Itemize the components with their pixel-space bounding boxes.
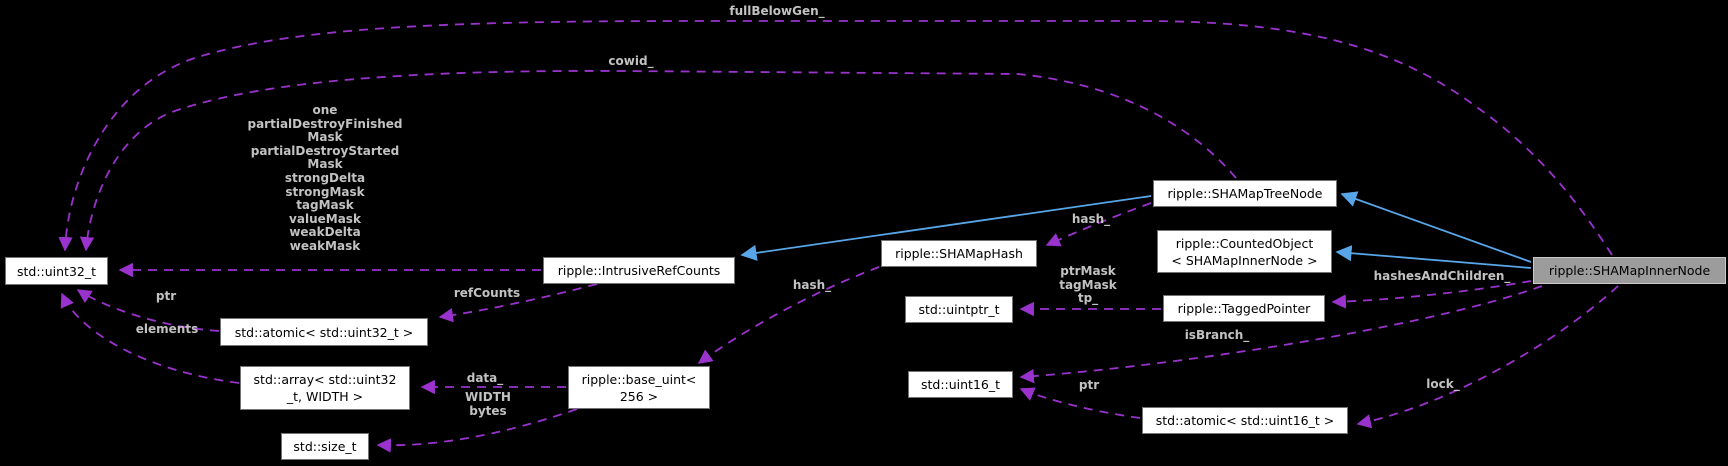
edge-inherit-shamaptreenode: [1340, 191, 1532, 263]
edge-label-cowid: cowid_: [608, 54, 654, 68]
edge-elements: [60, 292, 240, 384]
node-std-size-t[interactable]: std::size_t: [281, 433, 369, 460]
edge-label-refCounts: refCounts: [453, 286, 521, 300]
edge-ptr-left: [76, 289, 220, 332]
node-label: std::uint16_t: [920, 377, 1001, 392]
node-ripple-shamaphash[interactable]: ripple::SHAMapHash: [881, 240, 1037, 267]
node-label: ripple::SHAMapTreeNode: [1167, 186, 1323, 201]
node-ripple-base-uint-256[interactable]: ripple::base_uint< 256 >: [568, 366, 710, 409]
edge-isBranch: [1019, 285, 1543, 384]
edge-ptr-right: [1019, 387, 1141, 419]
edge-label-hashesAndChildren: hashesAndChildren_: [1373, 269, 1511, 283]
edge-width-bytes: [376, 408, 578, 453]
node-label: ripple::IntrusiveRefCounts: [557, 263, 721, 278]
node-label: std::uint32_t: [16, 263, 97, 279]
edge-label-isBranch: isBranch_: [1184, 328, 1250, 342]
edge-lock: [1356, 285, 1619, 429]
node-ripple-intrusiverefcounts[interactable]: ripple::IntrusiveRefCounts: [543, 257, 735, 284]
edge-label-hash-upper: hash_: [1071, 212, 1111, 226]
node-label: std::size_t: [293, 439, 357, 454]
edge-label-ptr-right: ptr: [1078, 378, 1100, 392]
node-label-line: std::array< std::uint32: [253, 372, 397, 387]
node-label: std::atomic< std::uint16_t >: [1155, 413, 1335, 428]
node-std-atomic-uint32-t[interactable]: std::atomic< std::uint32_t >: [220, 318, 428, 346]
node-label: ripple::SHAMapHash: [895, 246, 1023, 261]
node-std-uint16-t[interactable]: std::uint16_t: [908, 371, 1013, 398]
edge-label-tp: ptrMask tagMask tp_: [1059, 264, 1117, 306]
node-std-array-uint32-width[interactable]: std::array< std::uint32 _t, WIDTH >: [240, 366, 410, 410]
node-label-line: _t, WIDTH >: [286, 389, 364, 404]
node-label-line: ripple::CountedObject: [1175, 235, 1314, 251]
node-std-uintptr-t[interactable]: std::uintptr_t: [905, 296, 1013, 323]
node-label: std::uintptr_t: [918, 302, 1000, 317]
edge-refCounts: [438, 283, 598, 323]
node-label: ripple::TaggedPointer: [1177, 301, 1311, 316]
edge-label-hash-lower: hash_: [792, 278, 832, 292]
edge-fullBelowGen: [58, 20, 1613, 256]
node-std-atomic-uint16-t[interactable]: std::atomic< std::uint16_t >: [1142, 407, 1348, 434]
edge-inherit-countedobject: [1335, 245, 1532, 269]
node-label: ripple::SHAMapInnerNode: [1548, 263, 1711, 278]
edge-label-mask-constants: one partialDestroyFinished Mask partialD…: [247, 103, 403, 253]
edge-inherit-intrusiverefcounts: [740, 195, 1152, 261]
edge-hash-lower: [697, 266, 880, 364]
edge-label-lock: lock_: [1426, 377, 1460, 391]
edge-label-width-bytes: WIDTH bytes: [465, 390, 511, 418]
node-ripple-shamapinnernode-current: ripple::SHAMapInnerNode: [1533, 257, 1726, 284]
node-std-uint32-t[interactable]: std::uint32_t: [5, 257, 108, 285]
node-label: std::atomic< std::uint32_t >: [234, 324, 414, 340]
edge-hash-upper: [1045, 202, 1152, 247]
edge-label-fullBelowGen: fullBelowGen_: [729, 4, 825, 18]
node-ripple-countedobject-shamapinnernode[interactable]: ripple::CountedObject < SHAMapInnerNode …: [1157, 230, 1332, 273]
edge-label-elements: elements: [135, 322, 199, 336]
edge-hashesAndChildren: [1331, 280, 1532, 309]
node-label-line: 256 >: [619, 388, 659, 404]
node-label-line: ripple::base_uint<: [581, 371, 697, 387]
edge-label-data: data_: [466, 371, 504, 385]
node-ripple-shamaptreenode[interactable]: ripple::SHAMapTreeNode: [1153, 180, 1337, 207]
node-label-line: < SHAMapInnerNode >: [1171, 252, 1318, 268]
node-ripple-taggedpointer[interactable]: ripple::TaggedPointer: [1163, 295, 1325, 322]
edge-label-ptr-left: ptr: [155, 289, 177, 303]
